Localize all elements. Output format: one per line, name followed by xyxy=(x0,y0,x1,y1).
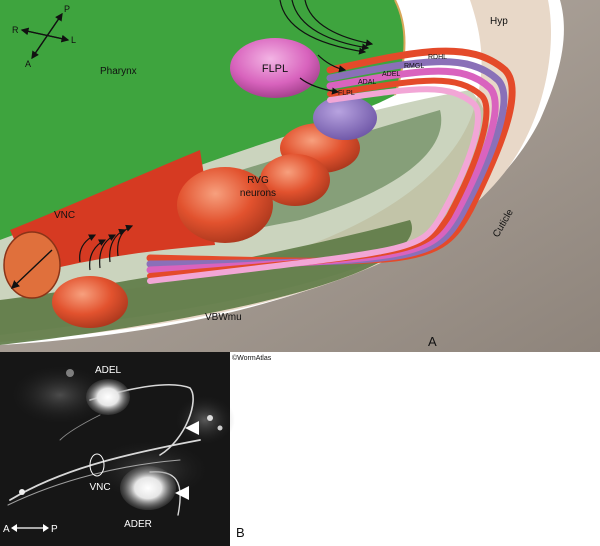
process-label-flpl: FLPL xyxy=(338,90,355,97)
orientation-p: P xyxy=(64,4,70,14)
adel-label: ADEL xyxy=(95,365,122,376)
arrowhead-upper xyxy=(185,421,199,435)
adel-cell xyxy=(86,379,130,415)
rvg-label-line1: RVG xyxy=(247,175,269,186)
vnc-arrows xyxy=(79,224,134,271)
rvg-neuron xyxy=(313,96,377,140)
neuron-processes xyxy=(146,47,516,284)
pharynx-label: Pharynx xyxy=(100,66,137,77)
arrowhead-lower xyxy=(175,486,189,500)
ader-label: ADER xyxy=(124,519,152,530)
rvg-neuron xyxy=(260,154,330,206)
flpl-cell xyxy=(230,38,320,98)
hyp-label: Hyp xyxy=(490,16,508,27)
panel-a: FLPL P R L A xyxy=(0,0,600,352)
vbwmu-label: VBWmu xyxy=(205,312,242,323)
process-label-rdhl: RDHL xyxy=(428,54,447,61)
entry-arrows xyxy=(279,0,374,95)
panel-b-letter: B xyxy=(236,525,245,540)
vnc-bundle xyxy=(10,150,215,275)
orientation-l: L xyxy=(71,35,76,45)
ader-cell xyxy=(120,466,176,510)
rvg-neuron xyxy=(177,167,273,243)
rvg-label-line2: neurons xyxy=(240,188,276,199)
axis-a-label: A xyxy=(3,524,10,535)
flpl-cell-label: FLPL xyxy=(262,63,288,75)
vnc-label-b: VNC xyxy=(89,482,110,493)
credit-text: ©WormAtlas xyxy=(232,354,272,362)
panel-b: ADEL VNC ADER A P xyxy=(0,352,235,546)
orientation-r: R xyxy=(12,25,19,35)
process-label-adal: ADAL xyxy=(358,79,376,86)
punctum xyxy=(66,369,74,377)
panel-a-letter: A xyxy=(428,334,437,349)
process-label-adel: ADEL xyxy=(382,71,400,78)
orientation-a: A xyxy=(25,59,31,69)
punctum xyxy=(207,415,213,421)
axis-p-label: P xyxy=(51,524,58,535)
process-label-rmgl: RMGL xyxy=(404,63,424,70)
vnc-label-a: VNC xyxy=(54,210,75,221)
vnc-axis-arrow xyxy=(10,249,53,289)
orientation-compass xyxy=(20,12,70,60)
vnc-marker xyxy=(89,453,105,477)
punctum xyxy=(217,425,223,431)
cuticle-band xyxy=(0,0,600,352)
punctum xyxy=(19,489,25,495)
rvg-neuron xyxy=(52,276,128,328)
